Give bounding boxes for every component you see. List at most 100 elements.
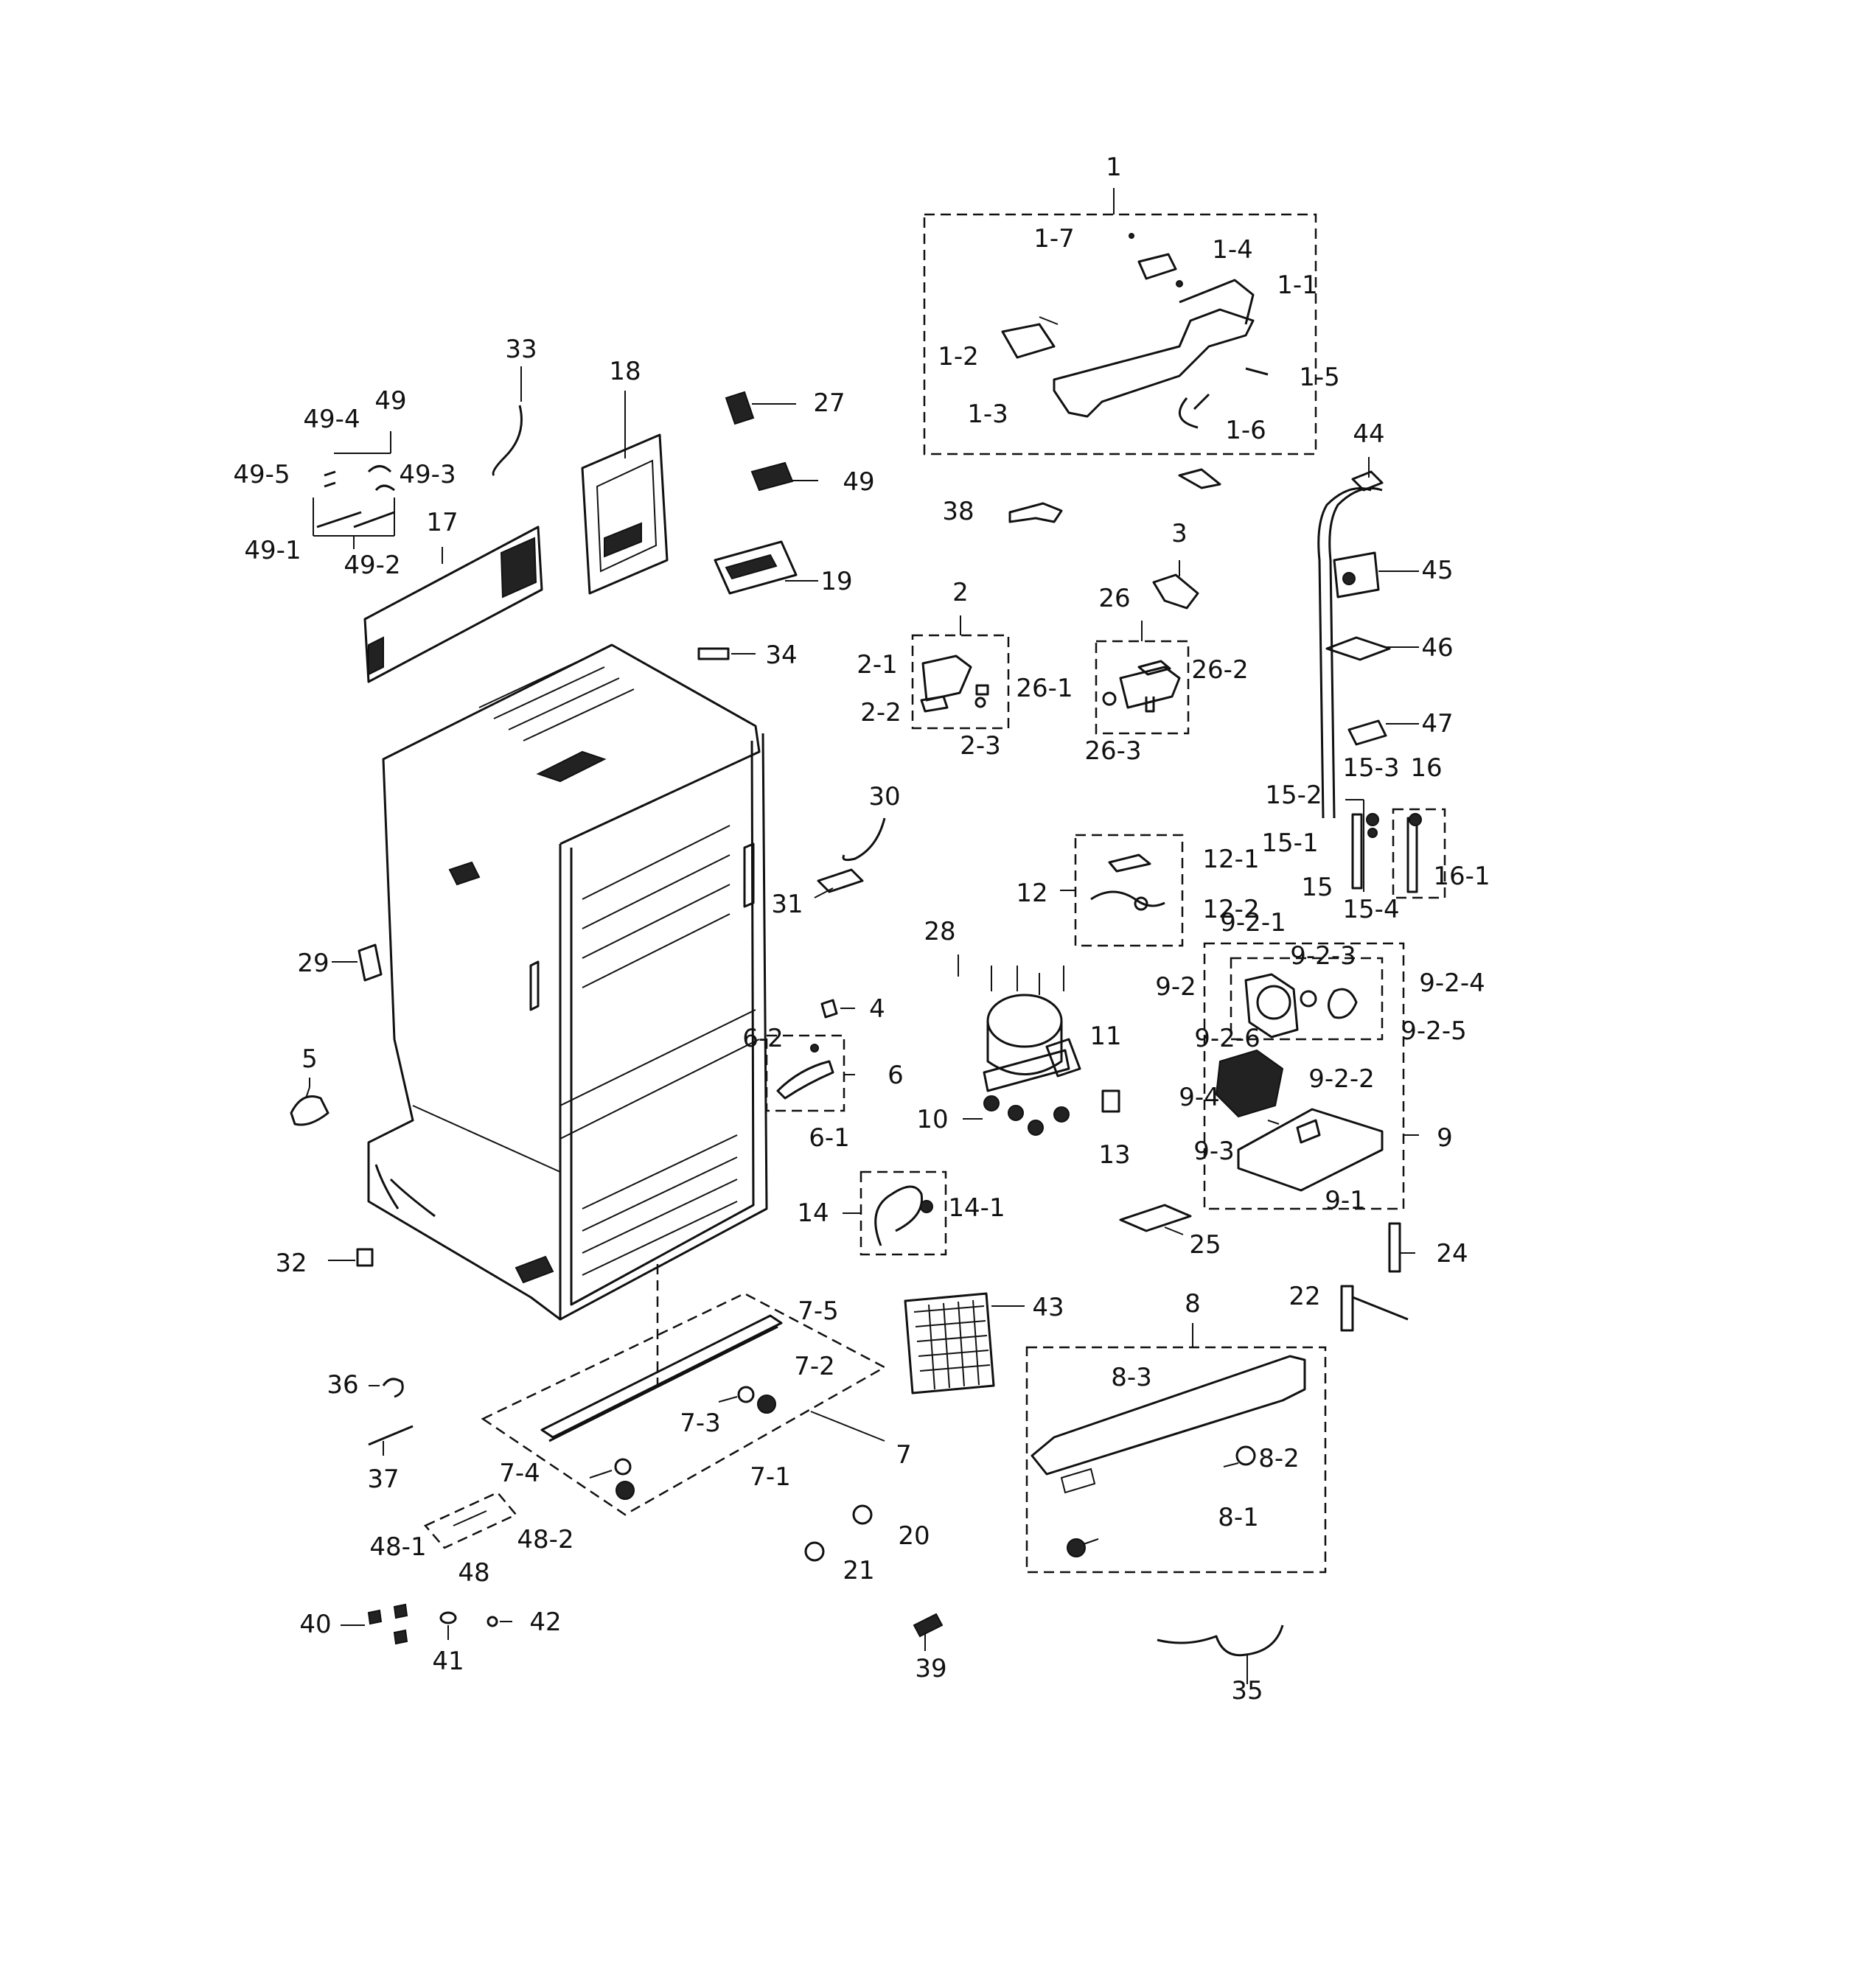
callout-label: 8-1 <box>1218 1503 1259 1532</box>
callout-label: 49-1 <box>244 536 301 565</box>
callout-label: 48-1 <box>369 1532 426 1562</box>
callout-label: 40 <box>299 1610 331 1639</box>
callout-label: 26-2 <box>1191 655 1248 685</box>
callout-label: 26-3 <box>1084 736 1141 766</box>
part-44-tube <box>1317 457 1384 819</box>
callout-label: 36 <box>327 1370 358 1400</box>
callout-label: 12-1 <box>1202 845 1259 874</box>
callout-label: 12 <box>1016 879 1047 908</box>
callout-label: 1-2 <box>938 342 979 371</box>
callout-label: 15-1 <box>1261 828 1318 858</box>
callout-label: 3 <box>1171 519 1188 548</box>
callout-label: 41 <box>432 1647 464 1676</box>
callout-label: 1-6 <box>1225 416 1266 445</box>
callout-label: 38 <box>942 497 974 526</box>
callout-label: 35 <box>1231 1676 1263 1706</box>
callout-label: 9-2-4 <box>1419 968 1485 998</box>
callout-label: 25 <box>1189 1230 1221 1260</box>
callout-label: 1-7 <box>1033 224 1075 254</box>
callout-label: 43 <box>1032 1293 1064 1322</box>
callout-label: 48 <box>458 1558 489 1588</box>
part-3-hinge <box>1152 560 1199 610</box>
callout-label: 1 <box>1106 153 1122 182</box>
callout-label: 49 <box>374 386 406 416</box>
group-49-box <box>313 431 395 549</box>
group-2-box <box>911 615 1010 730</box>
callout-label: 2 <box>952 578 969 607</box>
callout-label: 42 <box>529 1608 561 1637</box>
group-9-box <box>1203 942 1419 1210</box>
callout-label: 47 <box>1421 709 1453 739</box>
callout-labels: 11-11-21-31-41-51-61-722-12-22-334566-16… <box>233 153 1490 1706</box>
callout-label: 8 <box>1185 1289 1201 1319</box>
callout-label: 7-2 <box>794 1352 835 1381</box>
callout-label: 1-3 <box>967 399 1008 429</box>
callout-label: 48-2 <box>517 1525 573 1554</box>
callout-label: 46 <box>1421 633 1453 663</box>
callout-label: 6-2 <box>742 1024 784 1053</box>
parts-22-24-25 <box>1119 1204 1415 1332</box>
callout-label: 9-2-1 <box>1220 908 1286 938</box>
callout-label: 13 <box>1098 1140 1130 1170</box>
callout-label: 18 <box>609 357 641 386</box>
callout-label: 27 <box>813 388 845 418</box>
control-boards <box>714 391 818 595</box>
callout-label: 21 <box>843 1556 874 1585</box>
callout-label: 15 <box>1301 873 1333 902</box>
callout-label: 6-1 <box>809 1123 850 1153</box>
callout-label: 9-2-2 <box>1308 1064 1374 1094</box>
group-14-box <box>843 1170 947 1256</box>
part-18-panel <box>581 391 669 595</box>
callout-label: 1-4 <box>1212 235 1253 265</box>
callout-label: 49-4 <box>303 405 360 434</box>
callout-label: 1-1 <box>1277 271 1318 300</box>
callout-label: 39 <box>915 1654 946 1683</box>
callout-label: 8-3 <box>1111 1363 1152 1392</box>
callout-label: 26-1 <box>1016 674 1073 703</box>
callout-label: 9 <box>1437 1123 1453 1153</box>
callout-label: 2-3 <box>960 731 1001 761</box>
refrigerator-cabinet <box>367 643 768 1321</box>
callout-label: 19 <box>820 567 852 596</box>
callout-label: 10 <box>916 1105 948 1134</box>
callout-label: 16 <box>1410 753 1442 783</box>
callout-label: 11 <box>1089 1022 1121 1051</box>
small-parts-bottom-center <box>804 1504 1284 1684</box>
callout-label: 1-5 <box>1299 363 1340 392</box>
callout-label: 22 <box>1289 1282 1320 1311</box>
callout-label: 33 <box>505 335 537 364</box>
callout-label: 9-3 <box>1193 1137 1235 1166</box>
callout-label: 7-5 <box>798 1296 839 1326</box>
callout-label: 15-3 <box>1342 753 1399 783</box>
small-parts-bottom-left <box>341 1378 512 1645</box>
callout-label: 9-2-6 <box>1194 1024 1260 1053</box>
callout-label: 30 <box>868 782 900 812</box>
group-7-box <box>481 1292 887 1516</box>
callout-label: 49-5 <box>233 460 290 489</box>
callout-label: 6 <box>888 1061 904 1090</box>
part-17-panel <box>363 526 543 683</box>
group-48-box <box>423 1491 518 1549</box>
callout-label: 14-1 <box>948 1193 1005 1223</box>
callout-label: 8-2 <box>1258 1444 1300 1473</box>
callout-label: 31 <box>771 890 803 919</box>
callout-label: 2-1 <box>857 650 898 680</box>
part-38-bracket <box>1008 468 1221 523</box>
part-33-wire <box>492 366 523 477</box>
callout-label: 49 <box>843 467 874 497</box>
group-26-box <box>1095 621 1190 735</box>
callout-label: 9-4 <box>1179 1083 1220 1112</box>
callout-label: 15-2 <box>1265 781 1322 810</box>
callout-label: 9-2-5 <box>1401 1016 1466 1046</box>
callout-label: 9-1 <box>1325 1186 1366 1215</box>
callout-label: 7-4 <box>499 1459 540 1488</box>
callout-label: 49-3 <box>399 460 456 489</box>
callout-label: 34 <box>765 641 797 670</box>
callout-label: 29 <box>297 949 329 978</box>
group-8-box <box>1025 1323 1327 1574</box>
group-12-box <box>1060 834 1184 947</box>
callout-label: 32 <box>275 1249 307 1278</box>
callout-label: 28 <box>924 917 955 946</box>
callout-label: 12-2 <box>1202 895 1259 924</box>
